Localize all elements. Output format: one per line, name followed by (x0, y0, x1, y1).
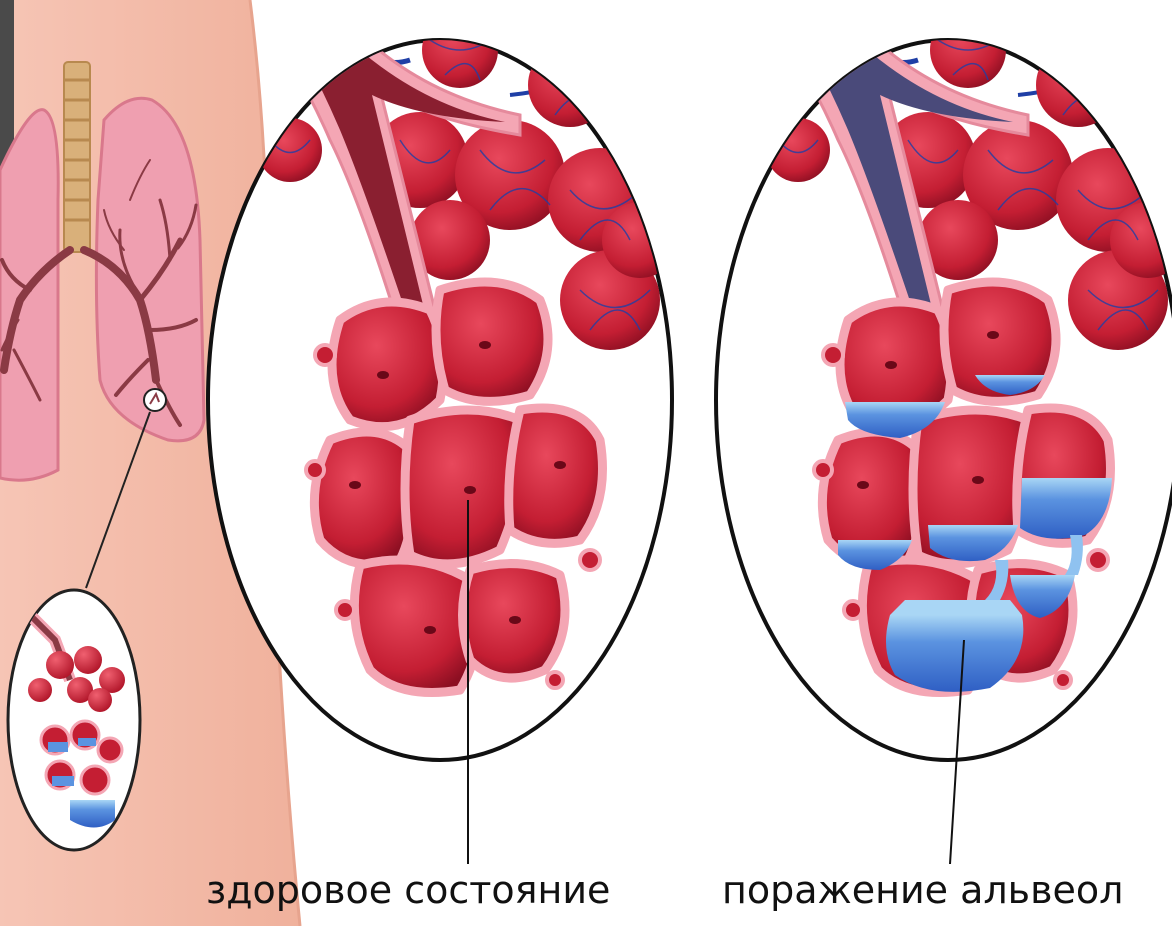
trachea (64, 62, 90, 252)
damaged-alveoli-lens (716, 0, 1172, 760)
caption-healthy-state: здоровое состояние (206, 868, 610, 912)
healthy-alveoli-lens (208, 0, 690, 760)
zoom-lens-icon (144, 389, 166, 411)
caption-alveoli-damage: поражение альвеол (722, 868, 1123, 912)
small-inset (8, 590, 140, 850)
